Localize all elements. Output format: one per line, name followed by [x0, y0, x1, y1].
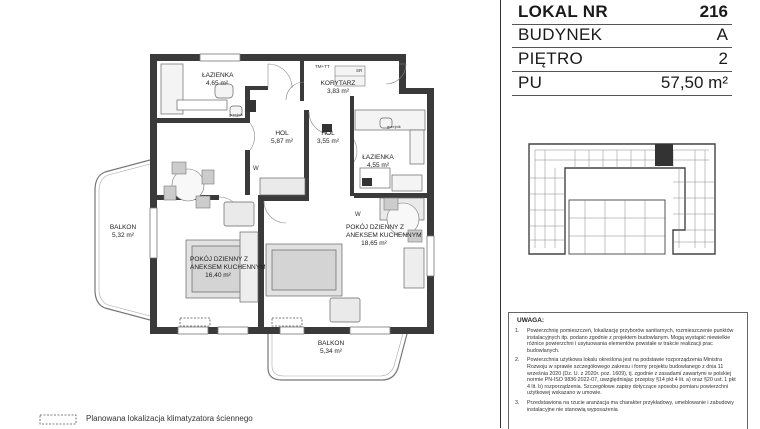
room-area: 5,87 m² — [270, 138, 294, 145]
room-name: BALKON — [109, 224, 137, 231]
tag-grzejnik-1: grzejnik — [229, 112, 243, 117]
room-pokoj-1: POKÓJ DZIENNY Z ANEKSEM KUCHENNYM 16,40 … — [190, 256, 266, 280]
room-name-line-2: ANEKSEM KUCHENNYM — [190, 264, 266, 271]
tag-sr: SR — [356, 68, 363, 73]
room-name: ŁAZIENKA — [362, 154, 394, 161]
kitchen-1-furniture — [185, 177, 306, 303]
room-lazienka-2: ŁAZIENKA 4,55 m² — [362, 154, 394, 170]
corridor-cabinets — [334, 65, 366, 87]
note-number: 3. — [515, 399, 520, 406]
note-item: 3. Przedstawiona na rzucie aranżacja ma c… — [513, 400, 739, 413]
room-area: 3,55 m² — [316, 138, 340, 145]
lokal-value: 216 — [699, 2, 728, 21]
room-area: 16,40 m² — [205, 272, 231, 279]
tag-grzejnik-2: grzejnik — [387, 124, 401, 129]
pu-label: PU — [518, 73, 543, 92]
notes-list: 1. Powierzchnię pomieszczeń, lokalizację … — [513, 328, 739, 416]
note-number: 1. — [515, 328, 520, 334]
note-text: Powierzchnię pomieszczeń, lokalizację pr… — [527, 328, 734, 354]
room-area: 5,32 m² — [111, 232, 135, 239]
electric-panels — [246, 100, 372, 186]
room-area: 18,65 m² — [361, 240, 387, 247]
tag-w-1: W — [253, 166, 259, 172]
info-row-pietro: PIĘTRO 2 — [512, 47, 732, 72]
room-hol-2: HOL 3,55 m² — [314, 130, 342, 146]
note-item: 1. Powierzchnię pomieszczeń, lokalizację … — [513, 328, 739, 354]
tag-w-2: W — [355, 212, 361, 218]
room-pokoj-2: POKÓJ DZIENNY Z ANEKSEM KUCHENNYM 18,65 … — [346, 224, 422, 248]
room-balkon-2: BALKON 5,34 m² — [316, 340, 346, 356]
room-lazienka-1: ŁAZIENKA 4,65 m² — [202, 72, 234, 88]
info-row-lokal: LOKAL NR 216 — [512, 0, 732, 25]
room-area: 3,83 m² — [326, 88, 350, 95]
note-item: 2. Powierzchnia użytkowa lokalu określona… — [513, 357, 739, 397]
balcony-left — [94, 159, 151, 321]
budynek-label: BUDYNEK — [518, 25, 603, 44]
dining-table-2 — [383, 197, 423, 243]
legend-ac-text: Planowana lokalizacja klimatyzatora ście… — [86, 414, 253, 423]
tag-tmtt: TM+TT — [315, 64, 330, 69]
panel-divider — [500, 0, 501, 428]
ac-markers — [39, 317, 303, 425]
room-korytarz: KORYTARZ 3,83 m² — [318, 80, 358, 96]
room-hol-1: HOL 5,87 m² — [268, 130, 296, 146]
note-text: Powierzchnia użytkowa lokalu określona j… — [527, 357, 736, 397]
door-swings — [218, 63, 407, 224]
room-name: ŁAZIENKA — [202, 72, 234, 79]
highlighted-unit — [655, 144, 673, 166]
notes-box: UWAGA: 1. Powierzchnię pomieszczeń, lokal… — [508, 312, 748, 429]
info-row-budynek: BUDYNEK A — [512, 23, 732, 48]
balcony-bottom — [267, 329, 409, 381]
dining-table-1 — [163, 161, 215, 209]
notes-title: UWAGA: — [517, 317, 545, 324]
pietro-value: 2 — [718, 49, 728, 68]
room-name: BALKON — [317, 340, 345, 347]
note-text: Przedstawiona na rzucie aranżacja ma cha… — [527, 399, 734, 413]
info-row-pu: PU 57,50 m² — [512, 71, 732, 96]
room-area: 4,65 m² — [205, 80, 229, 87]
room-name: KORYTARZ — [320, 80, 356, 87]
room-name-line-1: POKÓJ DZIENNY Z — [346, 224, 405, 231]
room-area: 4,55 m² — [366, 162, 390, 169]
floor-plan: TM+TT SR W W grzejnik grzejnik — [39, 53, 435, 425]
room-area: 5,34 m² — [319, 348, 343, 355]
pu-value: 57,50 m² — [660, 73, 728, 92]
room-name: HOL — [275, 130, 289, 137]
bathroom-1-fixtures — [160, 63, 243, 117]
room-balkon-1: BALKON 5,32 m² — [108, 224, 138, 240]
room-name-line-1: POKÓJ DZIENNY Z — [190, 256, 249, 263]
pietro-label: PIĘTRO — [518, 49, 584, 68]
room-name-line-2: ANEKSEM KUCHENNYM — [346, 232, 422, 239]
lokal-label: LOKAL NR — [518, 2, 608, 21]
room-name: HOL — [321, 130, 335, 137]
windows — [149, 53, 435, 335]
budynek-value: A — [716, 25, 728, 44]
note-number: 2. — [515, 357, 520, 364]
building-key-plan — [528, 143, 716, 255]
